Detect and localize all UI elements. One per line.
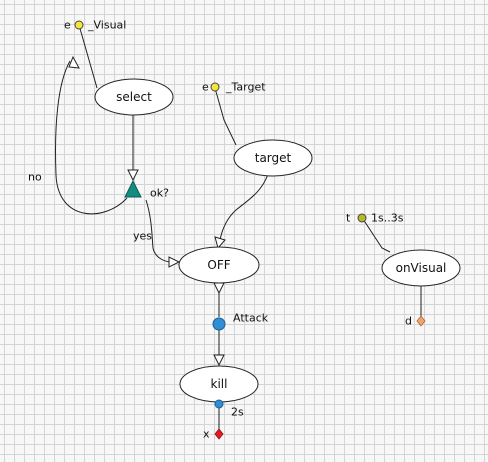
edge-event-visual-to-select	[78, 24, 98, 89]
kill-delay-port[interactable]	[214, 399, 224, 409]
output-label: d	[405, 315, 412, 328]
node-onvisual[interactable]	[381, 249, 461, 287]
event-target-prefix: e	[202, 81, 209, 94]
node-select[interactable]	[94, 78, 174, 116]
timer-port[interactable]	[357, 213, 367, 223]
output-diamond[interactable]	[416, 315, 426, 327]
timer-prefix: t	[346, 212, 351, 225]
arrowhead-attack	[213, 282, 225, 295]
node-onvisual-label: onVisual	[396, 261, 447, 275]
event-target-port[interactable]	[210, 82, 220, 92]
condition-ok-label: ok?	[150, 187, 169, 200]
attack-label: Attack	[233, 312, 269, 325]
node-off-label: OFF	[207, 258, 230, 272]
edge-label-yes: yes	[133, 230, 152, 243]
edge-no-loop	[55, 60, 128, 215]
exit-label: x	[203, 428, 210, 441]
node-kill-label: kill	[211, 377, 228, 391]
node-target[interactable]	[233, 139, 313, 177]
arrowhead-no-loop	[68, 55, 80, 69]
node-select-label: select	[116, 90, 152, 104]
arrowhead-off-from-target	[214, 236, 226, 250]
edge-yes-to-off	[145, 199, 173, 263]
event-visual-name: _Visual	[87, 19, 126, 32]
edge-event-target-to-target	[214, 87, 237, 146]
edge-timer-to-onvisual	[362, 218, 391, 253]
timer-name: 1s..3s	[371, 212, 404, 225]
event-target-name: _Target	[225, 81, 266, 94]
arrowhead-kill	[213, 354, 225, 367]
node-off[interactable]	[178, 246, 260, 284]
node-target-label: target	[255, 151, 292, 165]
attack-port[interactable]	[212, 317, 226, 331]
condition-ok-triangle[interactable]	[124, 179, 142, 198]
exit-diamond[interactable]	[214, 428, 224, 440]
event-visual-prefix: e	[64, 19, 71, 32]
edge-target-to-off	[219, 173, 269, 241]
arrowhead-off-from-yes	[168, 256, 181, 268]
event-visual-port[interactable]	[74, 20, 84, 30]
edge-label-no: no	[28, 171, 42, 184]
kill-delay-label: 2s	[231, 406, 244, 419]
arrowhead-condition	[127, 169, 139, 182]
